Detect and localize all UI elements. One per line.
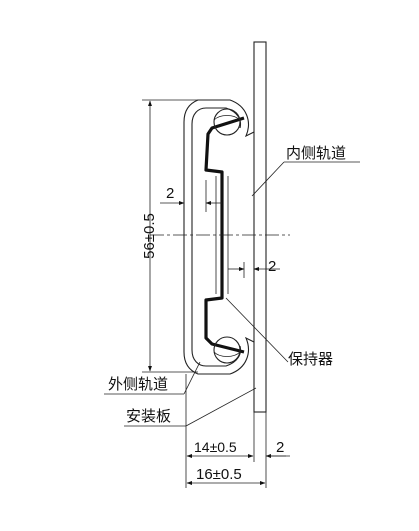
retainer-bottom bbox=[213, 336, 241, 364]
mounting-plate-leader bbox=[185, 387, 257, 427]
width-plate-text: 2 bbox=[276, 439, 284, 456]
outer-rail-leader bbox=[183, 361, 201, 395]
retainer-leader bbox=[225, 297, 289, 363]
mounting-plate bbox=[253, 41, 267, 413]
retainer-top bbox=[213, 108, 241, 136]
inner-rail-leader bbox=[251, 161, 285, 197]
inner-rail-label: 内侧轨道 bbox=[286, 145, 346, 162]
mounting-plate-label: 安装板 bbox=[126, 407, 171, 425]
width-total-text: 16±0.5 bbox=[196, 466, 242, 483]
retainer-label: 保持器 bbox=[288, 351, 333, 368]
width-inner-text: 14±0.5 bbox=[194, 439, 237, 455]
outer-rail-label: 外侧轨道 bbox=[108, 376, 168, 393]
outer-rail-outline bbox=[183, 99, 255, 375]
gap-right-text: 2 bbox=[268, 258, 276, 275]
height-dimension-text: 56±0.5 bbox=[141, 213, 158, 259]
gap-left-text: 2 bbox=[166, 185, 174, 202]
